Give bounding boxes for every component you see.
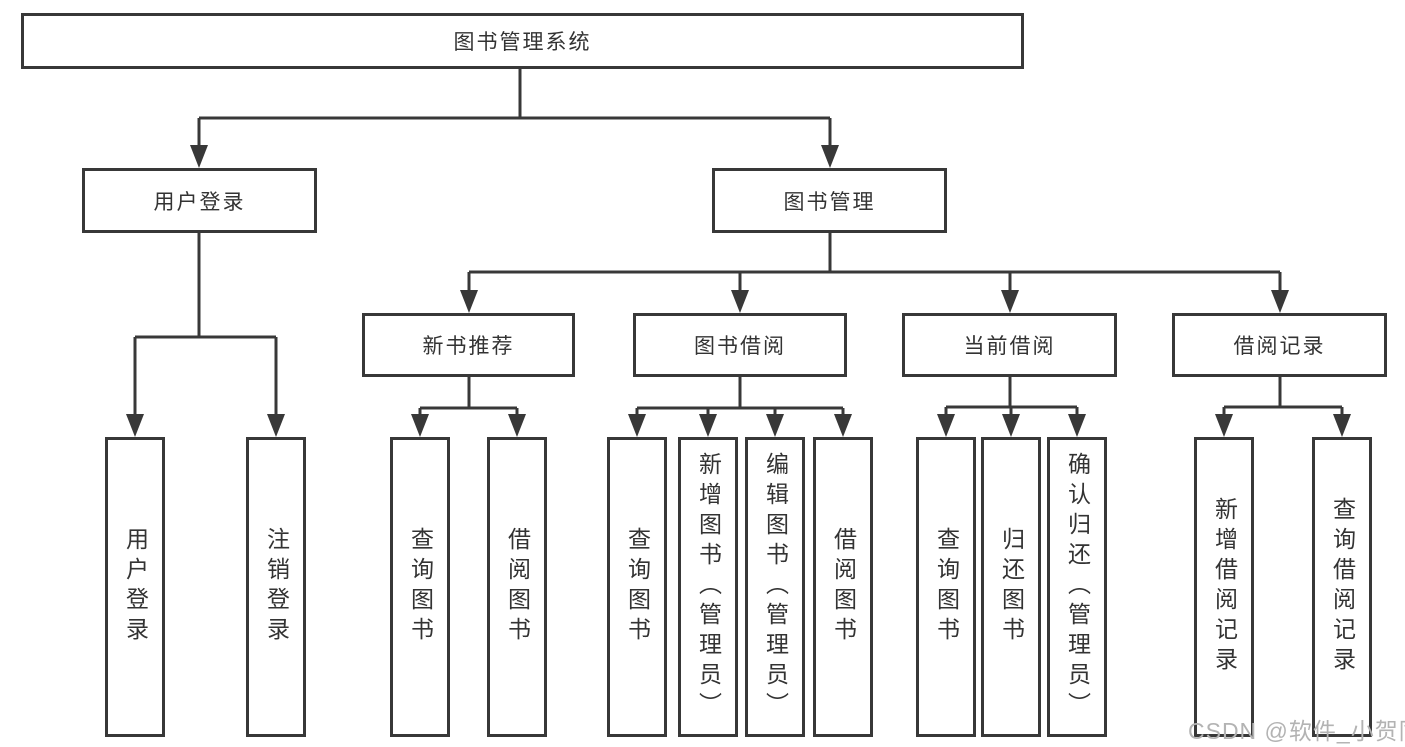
node-leaf-user-login: 用户登录 (105, 437, 165, 737)
node-label: 编辑图书（管理员） (762, 452, 789, 722)
node-label: 查询图书 (933, 527, 960, 647)
edge-book-borrow-to-leaves (635, 377, 845, 418)
node-label: 借阅图书 (830, 527, 857, 647)
node-label: 查询图书 (407, 527, 434, 647)
node-label: 用户登录 (153, 190, 246, 214)
node-leaf-borrow-books: 借阅图书 (813, 437, 873, 737)
csdn-watermark: CSDN @软件_小贺同学 (1188, 718, 1405, 744)
node-label: 查询借阅记录 (1329, 497, 1356, 677)
node-label: 图书借阅 (694, 335, 786, 358)
node-leaf-query-books: 查询图书 (607, 437, 667, 737)
node-borrowing-records: 借阅记录 (1172, 313, 1387, 377)
node-label: 新书推荐 (422, 335, 515, 358)
node-label: 借阅记录 (1233, 335, 1326, 358)
node-label: 查询图书 (624, 527, 651, 647)
edge-new-book-rec-to-leaves (418, 377, 519, 418)
node-label: 图书管理 (783, 190, 876, 214)
node-leaf-edit-books-admin: 编辑图书（管理员） (745, 437, 805, 737)
node-label: 图书管理系统 (453, 31, 592, 54)
node-book-management: 图书管理 (712, 168, 947, 233)
node-leaf-confirm-return-admin: 确认归还（管理员） (1047, 437, 1107, 737)
node-leaf-query-books: 查询图书 (916, 437, 976, 737)
node-leaf-add-books-admin: 新增图书（管理员） (678, 437, 738, 737)
node-label: 注销登录 (263, 527, 290, 647)
node-label: 归还图书 (998, 527, 1025, 647)
edge-current-borrow-to-leaves (944, 377, 1079, 418)
node-label: 当前借阅 (963, 335, 1056, 358)
node-label: 确认归还（管理员） (1064, 452, 1091, 722)
edge-borrow-record-to-leaves (1222, 377, 1344, 418)
edge-root-to-level2 (197, 69, 832, 148)
node-current-borrowing: 当前借阅 (902, 313, 1117, 377)
node-leaf-add-borrow-record: 新增借阅记录 (1194, 437, 1254, 737)
node-leaf-logout: 注销登录 (246, 437, 306, 737)
node-new-book-recommendation: 新书推荐 (362, 313, 575, 377)
edge-book-mgmt-to-level3 (467, 233, 1282, 292)
node-label: 新增图书（管理员） (695, 452, 722, 722)
node-leaf-borrow-books: 借阅图书 (487, 437, 547, 737)
arrowheads (126, 145, 1351, 437)
node-book-borrowing: 图书借阅 (633, 313, 847, 377)
node-library-management-system: 图书管理系统 (21, 13, 1024, 69)
node-user-login: 用户登录 (82, 168, 317, 233)
node-label: 借阅图书 (504, 527, 531, 647)
node-leaf-query-books: 查询图书 (390, 437, 450, 737)
node-leaf-query-borrow-record: 查询借阅记录 (1312, 437, 1372, 737)
edge-user-login-to-leaves (133, 233, 278, 418)
node-label: 用户登录 (122, 527, 149, 647)
node-leaf-return-books: 归还图书 (981, 437, 1041, 737)
node-label: 新增借阅记录 (1211, 497, 1238, 677)
